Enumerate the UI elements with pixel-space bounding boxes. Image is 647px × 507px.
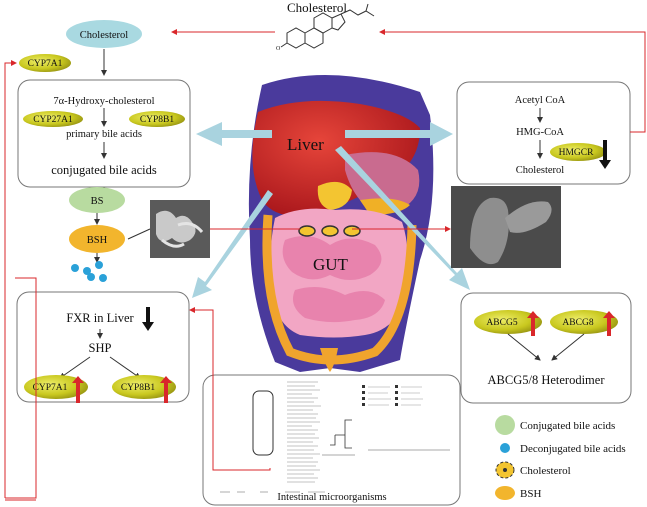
bacteria-micrograph-left (150, 200, 210, 258)
bacteria-micrograph-right (451, 186, 561, 268)
feedback-arrows (4, 29, 646, 501)
hmg-coa-label: HMG-CoA (516, 127, 564, 138)
hmgcr-down-arrow (599, 140, 611, 169)
fxr-cyp8b1-label: CYP8B1 (121, 383, 156, 393)
deconjugated-dots (71, 261, 107, 282)
shp-label: SHP (89, 341, 112, 355)
fxr-label: FXR in Liver (66, 311, 134, 325)
stomach-shape (345, 152, 420, 214)
cholesterol-oval-label: Cholesterol (80, 30, 128, 41)
microbiome-figure (220, 381, 450, 493)
bs-label: BS (91, 196, 104, 207)
liver-shape (252, 100, 420, 216)
abcg8-label: ABCG8 (562, 318, 593, 328)
flow-arrow-liver-abcg (335, 146, 470, 290)
fxr-cyp7a1-label: CYP7A1 (33, 383, 68, 393)
cholesterol-oval (66, 20, 142, 48)
cyp7a1-label: CYP7A1 (28, 59, 63, 69)
liver-label: Liver (287, 135, 324, 154)
abcg5-enzyme (474, 310, 542, 334)
flow-arrows (192, 122, 470, 298)
gut-label: GUT (313, 255, 349, 274)
legend-conjugated-label: Conjugated bile acids (520, 420, 615, 432)
heterodimer-label: ABCG5/8 Heterodimer (488, 373, 606, 387)
hydroxy-cholesterol-label: 7α-Hydroxy-cholesterol (53, 96, 154, 107)
abcg8-enzyme (550, 310, 618, 334)
microorganisms-box (202, 374, 461, 506)
conjugated-bile-acids-label: conjugated bile acids (51, 163, 157, 177)
fxr-cyp8b1-enzyme (112, 375, 176, 399)
cholesterol-product-label: Cholesterol (516, 165, 564, 176)
bsh-oval (69, 225, 125, 253)
cyp27a1-label: CYP27A1 (33, 115, 73, 125)
fxr-cyp7a1-up-arrow (72, 376, 84, 403)
svg-text:O: O (276, 46, 281, 52)
legend-deconjugated-label: Deconjugated bile acids (520, 443, 626, 455)
legend-deconjugated-swatch (500, 443, 510, 453)
fxr-cyp7a1-enzyme (24, 375, 88, 399)
microorganisms-caption: Intestinal microorganisms (277, 492, 386, 503)
hmgcr-enzyme (550, 143, 606, 161)
flow-arrow-liver-right (345, 122, 453, 146)
legend-cholesterol-label: Cholesterol (520, 465, 571, 477)
legend: Conjugated bile acids Deconjugated bile … (495, 415, 626, 500)
microbe-legend-swatches (362, 385, 398, 406)
acetyl-coa-label: Acetyl CoA (515, 95, 566, 106)
legend-bsh-swatch (495, 486, 515, 500)
cyp8b1-enzyme (129, 111, 185, 127)
top-cholesterol-title: Cholesterol (287, 0, 347, 15)
hmgcr-label: HMGCR (559, 148, 595, 158)
bsh-label: BSH (87, 235, 108, 246)
bs-oval (69, 187, 125, 213)
legend-conjugated-swatch (495, 415, 515, 435)
flow-arrow-liver-fxr (192, 190, 273, 298)
abcg8-up-arrow (603, 311, 615, 336)
organ-illustration (248, 75, 434, 373)
fxr-down-arrow (142, 307, 154, 331)
legend-bsh-label: BSH (520, 488, 541, 500)
cholesterol-structure (280, 3, 375, 49)
cyp8b1-label: CYP8B1 (140, 115, 175, 125)
abcg5-up-arrow (527, 311, 539, 336)
primary-bile-acids-label: primary bile acids (66, 129, 142, 140)
abcg5-label: ABCG5 (486, 318, 517, 328)
cyp7a1-enzyme (19, 54, 71, 72)
flow-arrow-liver-left (196, 122, 272, 146)
fxr-cyp8b1-up-arrow (160, 376, 172, 403)
cyp27a1-enzyme (23, 111, 83, 127)
